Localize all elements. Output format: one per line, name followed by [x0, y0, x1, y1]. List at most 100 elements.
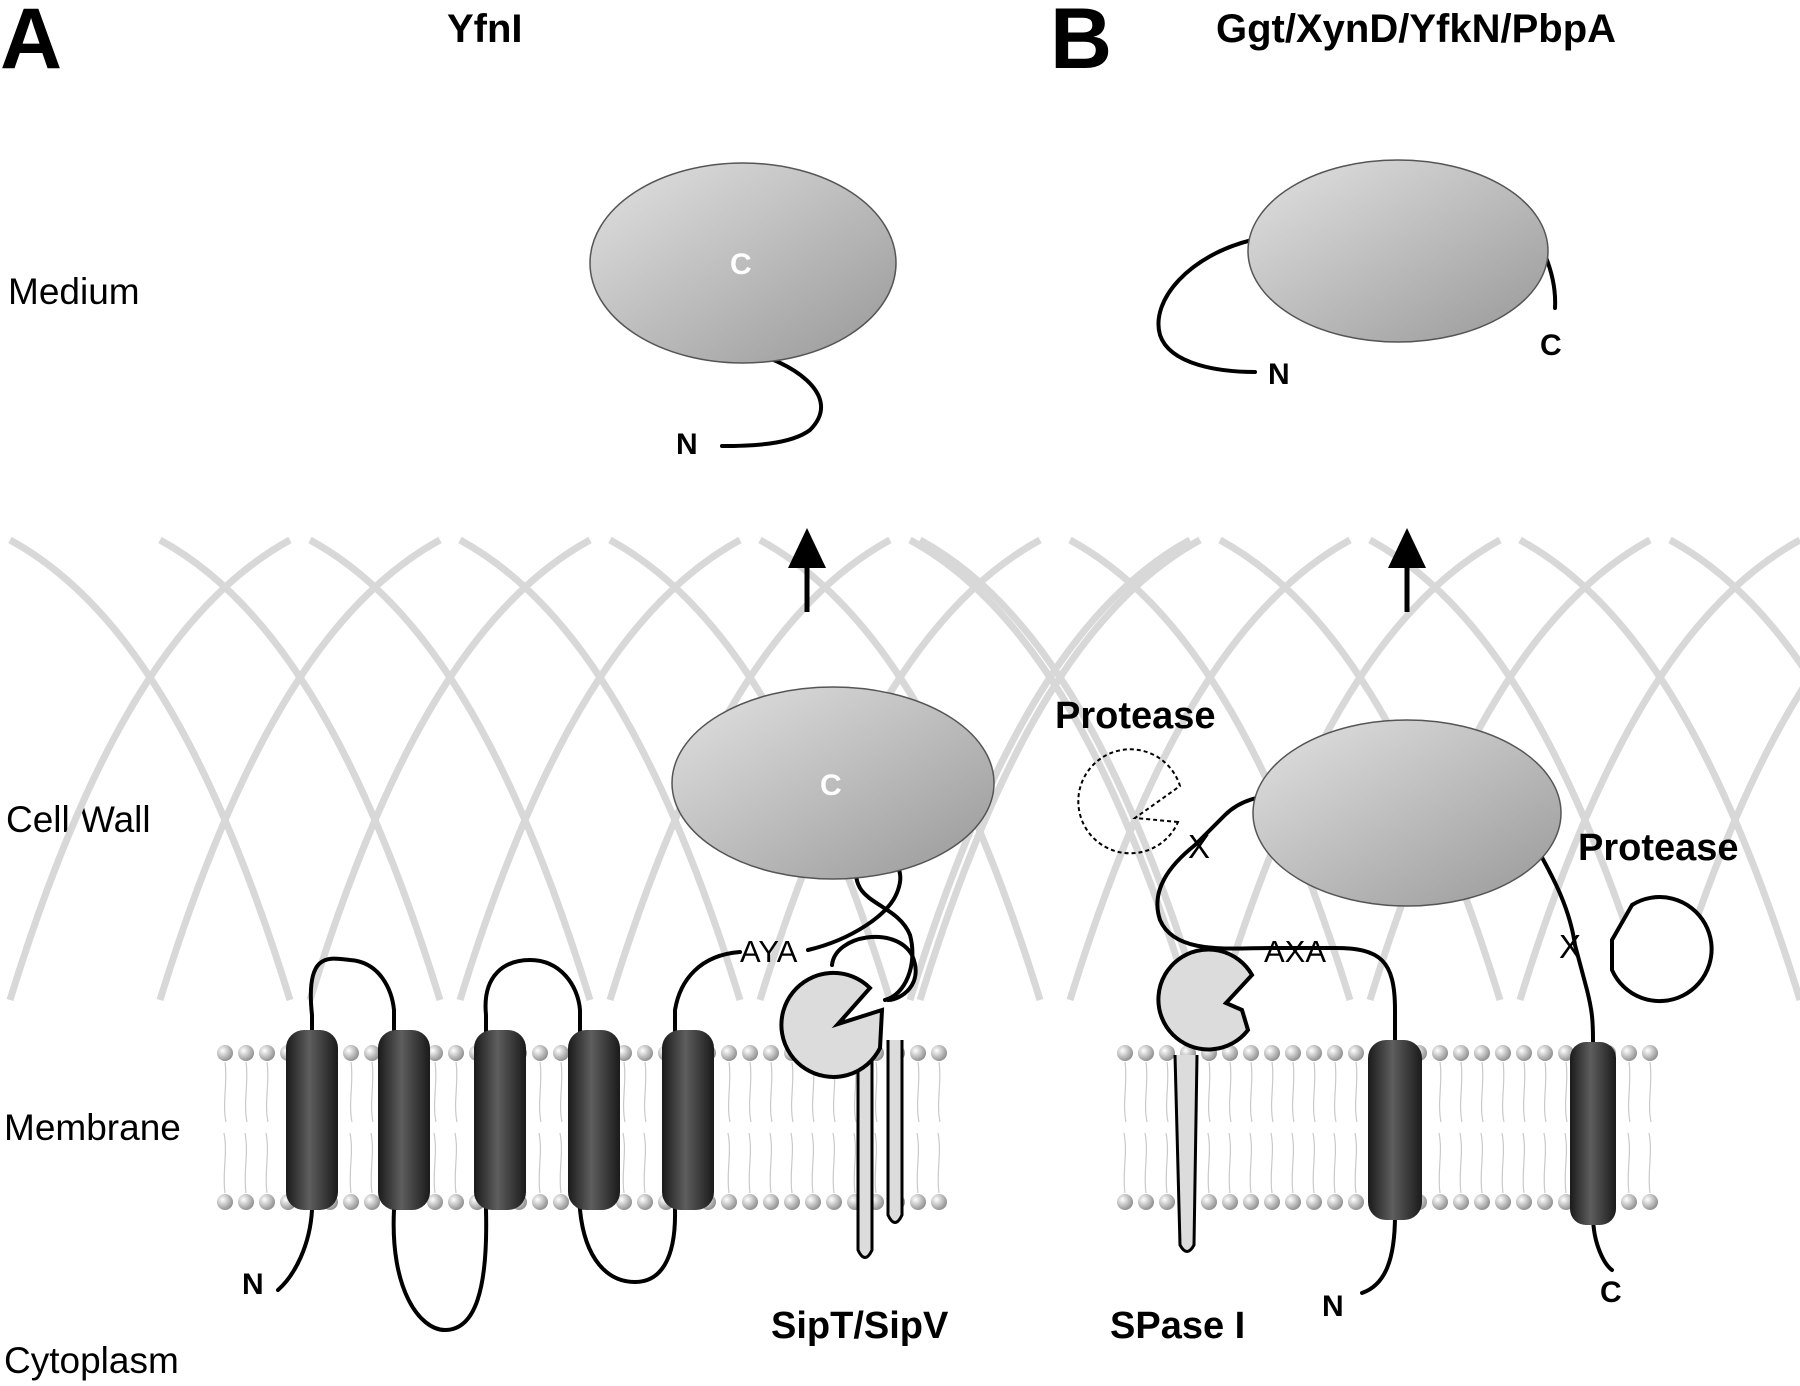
lipid-tail — [244, 1132, 248, 1194]
lipid-tail — [1480, 1061, 1484, 1123]
tm-helix-a-4 — [568, 1030, 620, 1210]
signal-peptidase-stalk-a-1 — [856, 1050, 874, 1259]
lipid-head — [1642, 1045, 1658, 1061]
cell-wall-fibre — [158, 536, 444, 1002]
lipid-head — [1306, 1194, 1322, 1210]
lipid-tail — [1522, 1132, 1526, 1194]
lipid-tail — [244, 1061, 248, 1123]
lipid-tail — [1543, 1061, 1547, 1123]
lipid-tail — [874, 1061, 878, 1123]
cell-wall-fibre — [608, 536, 894, 1002]
lipid-head — [910, 1194, 926, 1210]
lipid-tail — [1228, 1061, 1232, 1123]
lipid-head — [931, 1194, 947, 1210]
lipid-head — [1621, 1194, 1637, 1210]
lipid-tail — [433, 1061, 437, 1123]
lipid-head — [1285, 1194, 1301, 1210]
lipid-tail — [937, 1132, 941, 1194]
cell-wall-fibre — [1368, 536, 1654, 1002]
lipid-tail — [643, 1132, 647, 1194]
lipid-tail — [769, 1132, 773, 1194]
protease-right-label: Protease — [1578, 827, 1739, 869]
lipid-tail — [916, 1061, 920, 1123]
lipid-tail — [433, 1132, 437, 1194]
lipid-head — [259, 1045, 275, 1061]
spase-label-b: SPase I — [1110, 1305, 1245, 1347]
secreted-n-label-a: N — [676, 428, 698, 461]
lipid-head — [1516, 1194, 1532, 1210]
lipid-head — [1453, 1194, 1469, 1210]
lipid-head — [532, 1194, 548, 1210]
secreted-n-tail-a — [720, 348, 824, 448]
lipid-head — [1432, 1194, 1448, 1210]
lipid-head — [1642, 1194, 1658, 1210]
membrane-protein-c-chain-b — [1533, 843, 1614, 1272]
lipid-head — [1474, 1194, 1490, 1210]
lipid-head — [1474, 1045, 1490, 1061]
secreted-n-tail-b — [1156, 238, 1257, 374]
lipid-head — [1138, 1045, 1154, 1061]
lipid-head — [1201, 1194, 1217, 1210]
lipid-tail — [1291, 1132, 1295, 1194]
lipid-head — [553, 1045, 569, 1061]
signal-peptidase-loop-a — [830, 934, 918, 1002]
lipid-tail — [622, 1061, 626, 1123]
lipid-head — [721, 1045, 737, 1061]
lipid-head — [1306, 1045, 1322, 1061]
secreted-c-label-b: C — [1540, 329, 1562, 362]
lipid-tail — [1270, 1132, 1274, 1194]
lipid-tail — [1249, 1132, 1253, 1194]
lipid-tail — [622, 1132, 626, 1194]
lipid-tail — [790, 1061, 794, 1123]
lipid-tail — [1207, 1132, 1211, 1194]
lipid-tail — [1123, 1132, 1127, 1194]
cell-wall-fibre — [1216, 536, 1502, 1002]
cell-wall-fibre — [1516, 536, 1800, 1002]
label-medium: Medium — [8, 271, 140, 312]
cleavage-motif-a: AYA — [740, 934, 798, 969]
lipid-head — [1621, 1045, 1637, 1061]
cleavage-site-right: X — [1559, 928, 1581, 965]
lipid-tail — [874, 1132, 878, 1194]
lipid-head — [1537, 1194, 1553, 1210]
lipid-tail — [1144, 1132, 1148, 1194]
lipid-tail — [1648, 1061, 1652, 1123]
lipid-tail — [1354, 1061, 1358, 1123]
lipid-tail — [538, 1132, 542, 1194]
lipid-head — [805, 1194, 821, 1210]
lipid-tail — [790, 1132, 794, 1194]
wall-domain-a-c-label: C — [820, 769, 842, 802]
tm-helix-b-2 — [1570, 1042, 1616, 1225]
lipid-tail — [643, 1061, 647, 1123]
lipid-tail — [916, 1132, 920, 1194]
lipid-head — [637, 1045, 653, 1061]
label-membrane: Membrane — [4, 1107, 181, 1148]
lipid-head — [1537, 1045, 1553, 1061]
lipid-head — [1264, 1194, 1280, 1210]
tm-helix-a-2 — [378, 1030, 430, 1210]
lipid-head — [532, 1045, 548, 1061]
lipid-tail — [748, 1061, 752, 1123]
lipid-tail — [370, 1061, 374, 1123]
lipid-head — [1138, 1194, 1154, 1210]
lipid-head — [742, 1194, 758, 1210]
lipid-tail — [1480, 1132, 1484, 1194]
lipid-head — [343, 1194, 359, 1210]
lipid-tail — [370, 1132, 374, 1194]
lipid-head — [238, 1045, 254, 1061]
wall-domain-a — [671, 686, 995, 880]
lipid-tail — [1354, 1132, 1358, 1194]
panel-b-title: Ggt/XynD/YfkN/PbpA — [1216, 7, 1616, 51]
lipid-head — [763, 1194, 779, 1210]
wall-domain-b — [1252, 719, 1562, 907]
lipid-head — [217, 1194, 233, 1210]
lipid-head — [1222, 1194, 1238, 1210]
lipid-head — [217, 1045, 233, 1061]
lipid-tail — [1123, 1061, 1127, 1123]
secreted-domain-a-c-label: C — [730, 248, 752, 281]
lipid-tail — [1459, 1061, 1463, 1123]
cell-wall-fibre — [1668, 536, 1800, 669]
lipid-tail — [1333, 1132, 1337, 1194]
lipid-head — [364, 1194, 380, 1210]
lipid-tail — [1165, 1132, 1169, 1194]
